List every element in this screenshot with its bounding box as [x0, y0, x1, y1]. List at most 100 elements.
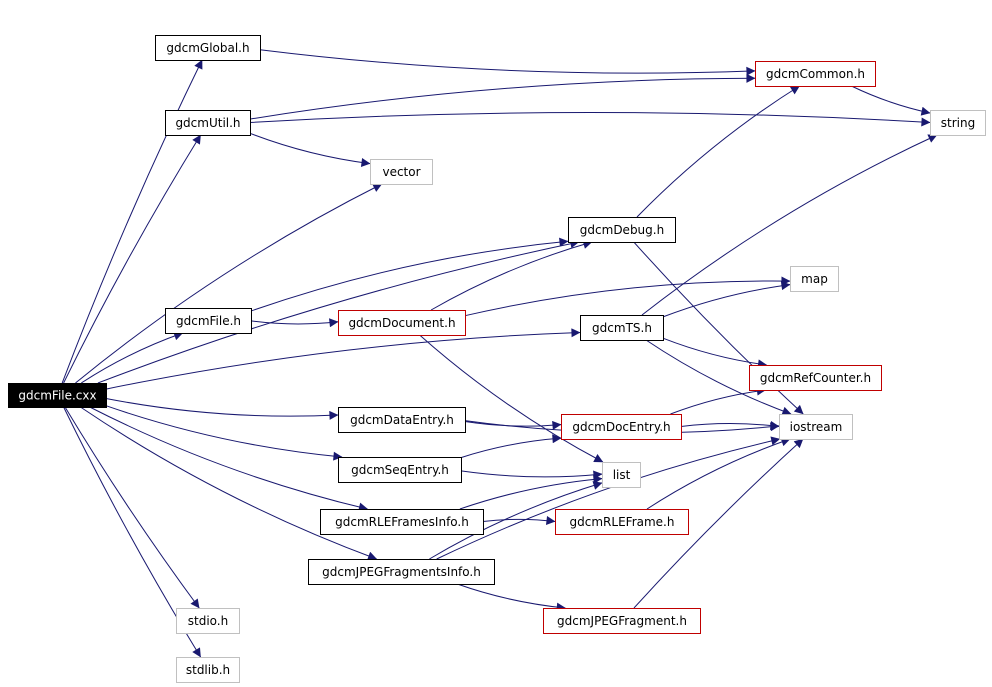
node-label: gdcmDataEntry.h	[350, 413, 454, 427]
edge-gdcm-file-cxx-to-gdcm-seq-entry-h	[105, 405, 343, 461]
node-label: gdcmJPEGFragment.h	[557, 614, 687, 628]
node-label: gdcmFile.h	[176, 314, 241, 328]
node-gdcm-seq-entry-h[interactable]: gdcmSeqEntry.h	[338, 457, 462, 483]
node-label: string	[941, 116, 975, 130]
node-box	[930, 110, 986, 136]
node-stdlib-h: stdlib.h	[176, 657, 240, 683]
node-box	[320, 509, 484, 535]
node-iostream: iostream	[779, 414, 853, 440]
edge-gdcm-debug-h-to-gdcm-common-h	[636, 85, 800, 218]
edge-gdcm-jpegfragments-info-h-to-list	[429, 481, 603, 560]
node-vector: vector	[370, 159, 433, 185]
node-label: gdcmSeqEntry.h	[351, 463, 449, 477]
node-box	[165, 110, 251, 136]
edge-gdcm-file-h-to-gdcm-document-h	[250, 318, 339, 328]
node-map: map	[790, 266, 839, 292]
node-gdcm-data-entry-h[interactable]: gdcmDataEntry.h	[338, 407, 466, 433]
node-label: gdcmDocument.h	[348, 316, 455, 330]
edge-gdcm-file-cxx-to-gdcm-rleframes-info-h	[89, 406, 368, 512]
node-label: gdcmJPEGFragmentsInfo.h	[322, 565, 481, 579]
edge-gdcm-util-h-to-vector	[249, 132, 371, 167]
node-gdcm-doc-entry-h[interactable]: gdcmDocEntry.h	[561, 414, 682, 440]
node-label: list	[613, 468, 631, 482]
node-label: gdcmDocEntry.h	[572, 420, 670, 434]
node-box	[8, 383, 107, 408]
node-label: stdio.h	[188, 614, 228, 628]
node-gdcm-rleframes-info-h[interactable]: gdcmRLEFramesInfo.h	[320, 509, 484, 535]
node-box	[338, 407, 466, 433]
node-label: gdcmUtil.h	[175, 116, 240, 130]
node-box	[580, 315, 664, 341]
edge-gdcm-file-cxx-to-vector	[75, 183, 383, 384]
node-box	[176, 657, 240, 683]
edge-gdcm-document-h-to-list	[419, 334, 604, 463]
edge-gdcm-doc-entry-h-to-iostream	[680, 421, 780, 430]
node-box	[568, 217, 676, 243]
node-box	[370, 159, 433, 185]
edge-gdcm-jpegfragment-h-to-iostream	[633, 438, 804, 609]
node-box	[165, 308, 252, 334]
node-box	[176, 608, 240, 634]
edge-gdcm-file-cxx-to-gdcm-util-h	[63, 134, 202, 384]
edges-layer	[61, 49, 938, 658]
edge-gdcm-ts-h-to-iostream	[645, 339, 792, 416]
node-label: vector	[382, 165, 420, 179]
node-string: string	[930, 110, 986, 136]
node-box	[543, 608, 701, 634]
edge-gdcm-file-cxx-to-gdcm-file-h	[81, 331, 184, 384]
node-gdcm-ref-counter-h[interactable]: gdcmRefCounter.h	[749, 365, 882, 391]
node-box	[561, 414, 682, 440]
edge-gdcm-file-cxx-to-gdcm-debug-h	[97, 239, 580, 384]
node-label: gdcmRefCounter.h	[760, 371, 871, 385]
node-label: gdcmRLEFramesInfo.h	[335, 515, 469, 529]
nodes-layer: gdcmFile.cxx gdcmGlobal.h gdcmCommon.h gdcm…	[8, 35, 986, 683]
node-box	[308, 559, 495, 585]
node-list: list	[602, 462, 641, 488]
edge-gdcm-rleframes-info-h-to-list	[459, 474, 603, 510]
edge-gdcm-document-h-to-gdcm-debug-h	[430, 240, 593, 311]
node-gdcm-jpegfragment-h[interactable]: gdcmJPEGFragment.h	[543, 608, 701, 634]
edge-gdcm-file-cxx-to-stdio-h	[64, 406, 200, 609]
node-gdcm-jpegfragments-info-h[interactable]: gdcmJPEGFragmentsInfo.h	[308, 559, 495, 585]
node-box	[338, 310, 466, 336]
edge-gdcm-ts-h-to-string	[641, 134, 938, 316]
edge-gdcm-seq-entry-h-to-gdcm-doc-entry-h	[460, 434, 562, 459]
node-label: gdcmGlobal.h	[166, 41, 249, 55]
node-gdcm-file-h[interactable]: gdcmFile.h	[165, 308, 252, 334]
node-gdcm-file-cxx[interactable]: gdcmFile.cxx	[8, 383, 107, 408]
edge-gdcm-rleframe-h-to-iostream	[646, 437, 791, 510]
node-stdio-h: stdio.h	[176, 608, 240, 634]
edge-gdcm-util-h-to-gdcm-common-h	[249, 73, 756, 120]
edge-gdcm-file-cxx-to-gdcm-data-entry-h	[105, 398, 339, 420]
node-box	[602, 462, 641, 488]
edge-gdcm-jpegfragments-info-h-to-iostream	[436, 436, 781, 560]
node-box	[779, 414, 853, 440]
node-box	[155, 35, 261, 61]
edge-gdcm-ts-h-to-gdcm-ref-counter-h	[662, 337, 768, 369]
edge-gdcm-document-h-to-map	[464, 276, 791, 317]
node-gdcm-document-h[interactable]: gdcmDocument.h	[338, 310, 466, 336]
node-box	[790, 266, 839, 292]
node-label: gdcmCommon.h	[766, 67, 865, 81]
edge-gdcm-doc-entry-h-to-gdcm-ref-counter-h	[670, 386, 766, 415]
node-label: gdcmDebug.h	[580, 223, 664, 237]
node-gdcm-rleframe-h[interactable]: gdcmRLEFrame.h	[555, 509, 689, 535]
edge-gdcm-file-cxx-to-gdcm-jpegfragments-info-h	[80, 406, 378, 561]
edge-gdcm-jpegfragments-info-h-to-gdcm-jpegfragment-h	[457, 583, 566, 612]
edge-gdcm-ts-h-to-map	[662, 281, 791, 318]
edge-gdcm-global-h-to-gdcm-common-h	[259, 49, 756, 76]
node-box	[749, 365, 882, 391]
node-label: gdcmTS.h	[592, 321, 652, 335]
node-gdcm-util-h[interactable]: gdcmUtil.h	[165, 110, 251, 136]
node-gdcm-debug-h[interactable]: gdcmDebug.h	[568, 217, 676, 243]
edge-gdcm-file-h-to-gdcm-debug-h	[250, 237, 569, 312]
edge-gdcm-rleframes-info-h-to-gdcm-rleframe-h	[482, 516, 556, 525]
node-box	[338, 457, 462, 483]
node-gdcm-common-h[interactable]: gdcmCommon.h	[755, 61, 876, 87]
node-label: stdlib.h	[186, 663, 230, 677]
node-gdcm-ts-h[interactable]: gdcmTS.h	[580, 315, 664, 341]
node-gdcm-global-h[interactable]: gdcmGlobal.h	[155, 35, 261, 61]
node-label: gdcmFile.cxx	[18, 389, 96, 403]
edge-gdcm-file-cxx-to-gdcm-ts-h	[105, 328, 581, 390]
node-label: iostream	[790, 420, 843, 434]
